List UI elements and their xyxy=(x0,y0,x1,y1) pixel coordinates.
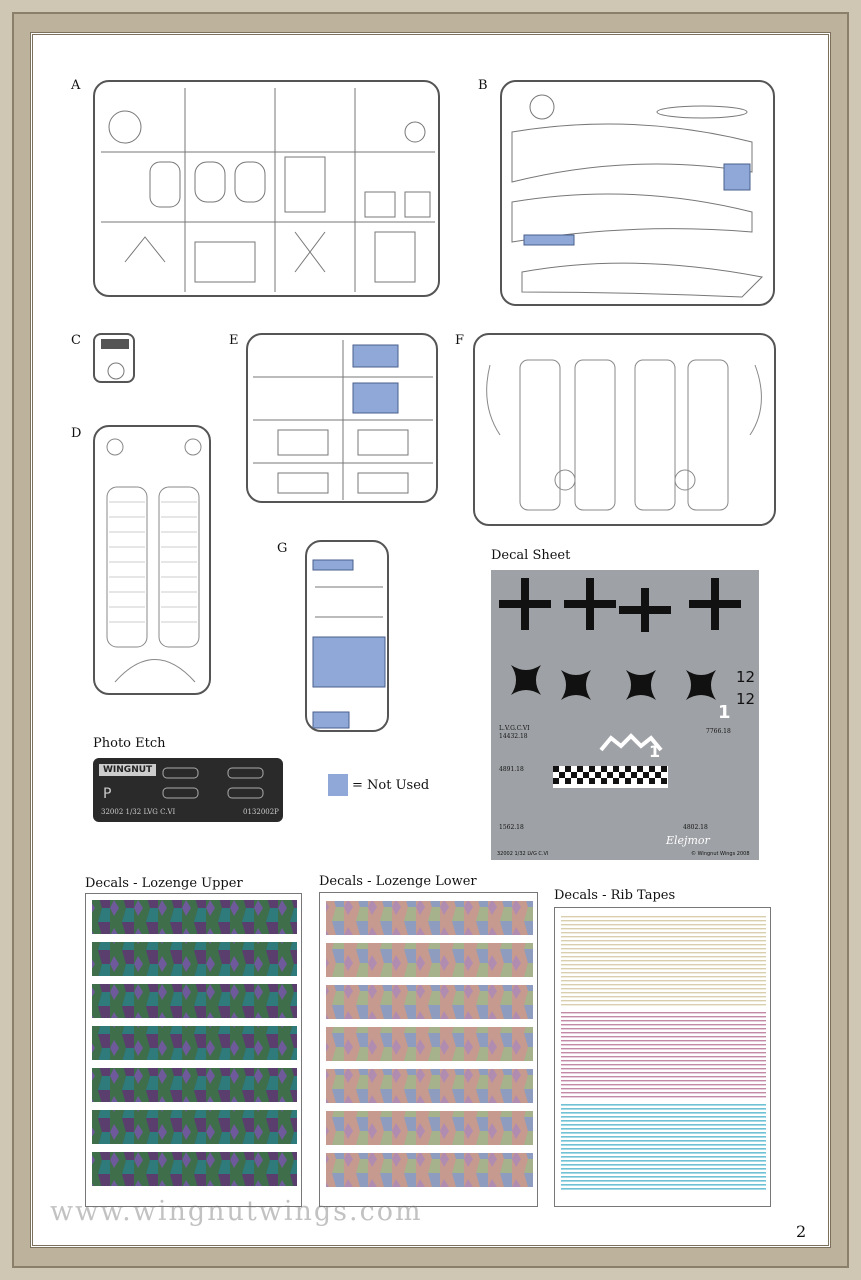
decal-serial-5: 4802.18 xyxy=(683,824,708,831)
decal-number-4: 1 xyxy=(649,742,661,761)
decal-serial-6: 1562.18 xyxy=(499,824,524,831)
decal-serial-4: 4891.18 xyxy=(499,766,524,773)
not-used-part-g3 xyxy=(312,711,350,729)
rib-tapes-pattern xyxy=(561,916,766,1192)
not-used-part-g1 xyxy=(312,559,354,571)
sprue-f xyxy=(473,333,776,526)
sprue-label-d: D xyxy=(71,426,82,441)
sprue-b-parts xyxy=(511,94,764,298)
photo-etch-fret: WINGNUT P 32002 1/32 LVG C.VI 0132002P xyxy=(93,758,283,822)
decal-sheet: 12 12 1 1 L.V.G.C.VI 14432.18 7766.18 48… xyxy=(491,570,759,860)
not-used-legend: = Not Used xyxy=(352,778,430,793)
decal-number-1: 12 xyxy=(736,668,756,686)
sprue-f-parts xyxy=(486,359,762,511)
photo-etch-letter: P xyxy=(103,786,112,802)
rib-tapes-title: Decals - Rib Tapes xyxy=(554,888,676,903)
sprue-label-b: B xyxy=(478,78,488,93)
sprue-d-parts xyxy=(106,438,202,683)
sprue-e xyxy=(246,333,438,503)
decal-copyright: © Wingnut Wings 2008 xyxy=(691,851,750,857)
photo-etch-code-right: 0132002P xyxy=(243,808,279,816)
sprue-label-a: A xyxy=(71,78,81,93)
lozenge-lower-sheet xyxy=(319,892,538,1207)
sprue-a-parts xyxy=(101,88,435,292)
sprue-label-g: G xyxy=(277,541,288,556)
not-used-part-b2 xyxy=(723,163,751,191)
decal-serial-1: L.V.G.C.VI xyxy=(499,725,530,732)
lozenge-upper-title: Decals - Lozenge Upper xyxy=(85,876,243,891)
sprue-b xyxy=(500,80,775,306)
sprue-g-parts xyxy=(312,559,386,729)
lozenge-upper-pattern xyxy=(92,900,297,1186)
not-used-part-g2 xyxy=(312,636,386,688)
sprue-d xyxy=(93,425,211,695)
rib-tapes-sheet xyxy=(554,907,771,1207)
photo-etch-brand: WINGNUT xyxy=(99,764,157,776)
decal-serial-3: 7766.18 xyxy=(706,728,731,735)
decal-footer: 32002 1/32 LVG C.VI xyxy=(497,851,549,857)
page-number: 2 xyxy=(796,1222,807,1241)
not-used-part-e1 xyxy=(352,344,399,368)
lozenge-upper-sheet xyxy=(85,893,302,1207)
sprue-label-e: E xyxy=(229,333,239,348)
not-used-part-e2 xyxy=(352,382,399,414)
sprue-c-parts xyxy=(101,339,129,380)
decal-number-2: 12 xyxy=(736,690,756,708)
website-watermark: www.wingnutwings.com xyxy=(50,1196,423,1227)
decal-sheet-title: Decal Sheet xyxy=(491,548,571,563)
lozenge-lower-pattern xyxy=(326,901,533,1187)
photo-etch-title: Photo Etch xyxy=(93,736,166,751)
decal-serial-2: 14432.18 xyxy=(499,733,528,740)
sprue-a xyxy=(93,80,440,297)
sprue-g xyxy=(305,540,389,732)
sprue-label-f: F xyxy=(455,333,465,348)
not-used-part-b1 xyxy=(523,234,575,246)
rib-lines xyxy=(109,501,197,623)
sprue-e-parts xyxy=(253,340,433,500)
sprue-label-c: C xyxy=(71,333,81,348)
decal-markings xyxy=(499,578,741,788)
photo-etch-code-left: 32002 1/32 LVG C.VI xyxy=(101,808,176,816)
lozenge-lower-title: Decals - Lozenge Lower xyxy=(319,874,477,889)
not-used-swatch xyxy=(328,774,348,796)
photo-etch-parts xyxy=(162,767,264,799)
decal-name: Elejmor xyxy=(666,834,710,847)
sprue-c xyxy=(93,333,135,383)
decal-number-3: 1 xyxy=(718,702,731,723)
